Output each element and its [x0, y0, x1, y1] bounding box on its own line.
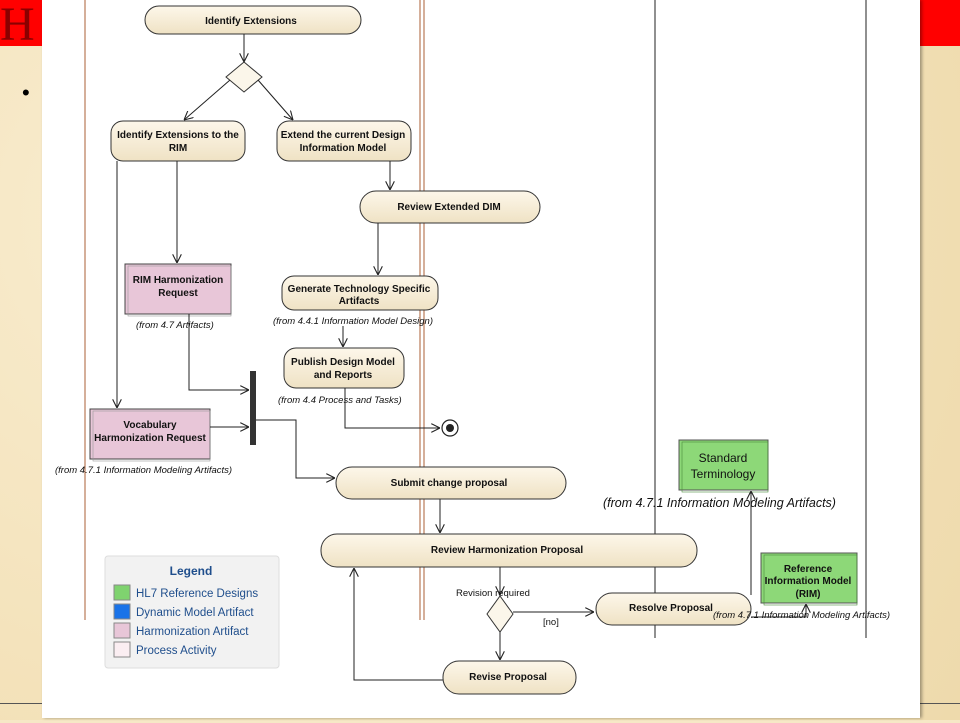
edge-rimreq-to-join [188, 314, 249, 390]
activity-revise-proposal[interactable]: Revise Proposal [442, 660, 577, 695]
legend-item-label: Dynamic Model Artifact [136, 607, 254, 619]
edge-revise-to-review [354, 568, 443, 681]
activity-extend-dim[interactable]: Extend the current Design Information Mo… [276, 120, 412, 162]
slide-title-fragment: H [0, 0, 35, 51]
artifact-standard-terminology[interactable]: Standard Terminology [678, 439, 769, 493]
edge-decision-to-rim [184, 79, 231, 120]
activity-label-line1: Generate Technology Specific [288, 284, 431, 295]
activity-label: Revise Proposal [469, 672, 547, 683]
activity-identify-extensions[interactable]: Identify Extensions [144, 5, 362, 35]
bullet-glyph: • [22, 80, 30, 105]
activity-label-line1: Extend the current Design [281, 130, 405, 141]
activity-identify-extensions-rim[interactable]: Identify Extensions to the RIM [110, 120, 246, 162]
activity-label: Review Extended DIM [397, 202, 500, 213]
activity-diagram: Identify Extensions Identify Extensions … [42, 0, 920, 718]
artifact-reference-information-model[interactable]: Reference Information Model (RIM) [760, 552, 858, 606]
legend-title: Legend [170, 564, 213, 578]
activity-review-extended-dim[interactable]: Review Extended DIM [359, 190, 541, 224]
guard-revision-required: Revision required [456, 588, 530, 599]
decision-node-1 [225, 61, 263, 93]
artifact-label-line2: Harmonization Request [94, 433, 206, 444]
artifact-rim-harmonization-request[interactable]: RIM Harmonization Request [124, 263, 232, 317]
artifact-label-line1: Reference [784, 564, 833, 575]
activity-label-line2: Artifacts [339, 296, 380, 307]
artifact-label-line1: Standard [699, 451, 748, 465]
activity-label: Identify Extensions [205, 16, 297, 27]
legend: Legend HL7 Reference Designs Dynamic Mod… [104, 555, 280, 669]
artifact-label-line1: Vocabulary [123, 420, 177, 431]
activity-label: Resolve Proposal [629, 603, 713, 614]
edge-publish-to-final [344, 388, 440, 428]
artifact-label-line2: Information Model [765, 576, 852, 587]
activity-label-line2: Information Model [300, 143, 387, 154]
artifact-label-line3: (RIM) [796, 589, 821, 600]
note-from-47: (from 4.7 Artifacts) [136, 320, 214, 331]
activity-publish-design-model[interactable]: Publish Design Model and Reports [283, 347, 405, 389]
legend-item-process-activity: Process Activity [113, 641, 217, 658]
note-from-471-std: (from 4.7.1 Information Modeling Artifac… [603, 496, 836, 510]
note-from-44: (from 4.4 Process and Tasks) [278, 395, 402, 406]
artifact-label-line2: Request [158, 288, 198, 299]
note-from-471-rim: (from 4.7.1 Information Modeling Artifac… [713, 610, 890, 621]
activity-label-line1: Publish Design Model [291, 357, 395, 368]
activity-label: Review Harmonization Proposal [431, 545, 583, 556]
edge-join-to-submit [256, 419, 335, 478]
final-node [441, 419, 459, 437]
bottom-rule-left [0, 703, 42, 704]
note-from-471-vocab: (from 4.7.1 Information Modeling Artifac… [55, 465, 232, 476]
bottom-rule-right [920, 703, 960, 704]
legend-item-label: Harmonization Artifact [136, 626, 249, 638]
activity-submit-change-proposal[interactable]: Submit change proposal [335, 466, 567, 500]
note-from-441: (from 4.4.1 Information Model Design) [273, 316, 433, 327]
legend-item-reference-designs: HL7 Reference Designs [113, 584, 258, 601]
edge-resolve-to-rim [751, 604, 806, 618]
artifact-label-line1: RIM Harmonization [133, 275, 224, 286]
activity-label-line2: and Reports [314, 370, 373, 381]
artifact-vocabulary-harmonization-request[interactable]: Vocabulary Harmonization Request [89, 408, 211, 462]
activity-generate-tech-artifacts[interactable]: Generate Technology Specific Artifacts [281, 275, 439, 311]
title-bar-left [0, 0, 42, 46]
legend-item-dynamic-model: Dynamic Model Artifact [113, 603, 254, 620]
decision-node-2 [486, 595, 514, 633]
edge-decision-to-extend [257, 79, 293, 120]
activity-review-harmonization-proposal[interactable]: Review Harmonization Proposal [320, 533, 698, 568]
activity-label-line2: RIM [169, 143, 187, 154]
legend-item-label: HL7 Reference Designs [136, 588, 258, 600]
activity-label-line1: Identify Extensions to the [117, 130, 239, 141]
artifact-label-line2: Terminology [691, 467, 756, 481]
activity-label: Submit change proposal [391, 478, 508, 489]
legend-item-label: Process Activity [136, 645, 217, 657]
legend-item-harmonization: Harmonization Artifact [113, 622, 249, 639]
guard-no: [no] [543, 617, 559, 628]
diagram-canvas: Identify Extensions Identify Extensions … [55, 0, 890, 695]
join-bar [250, 371, 256, 445]
activity-resolve-proposal[interactable]: Resolve Proposal [595, 592, 752, 626]
title-bar-right [920, 0, 960, 46]
